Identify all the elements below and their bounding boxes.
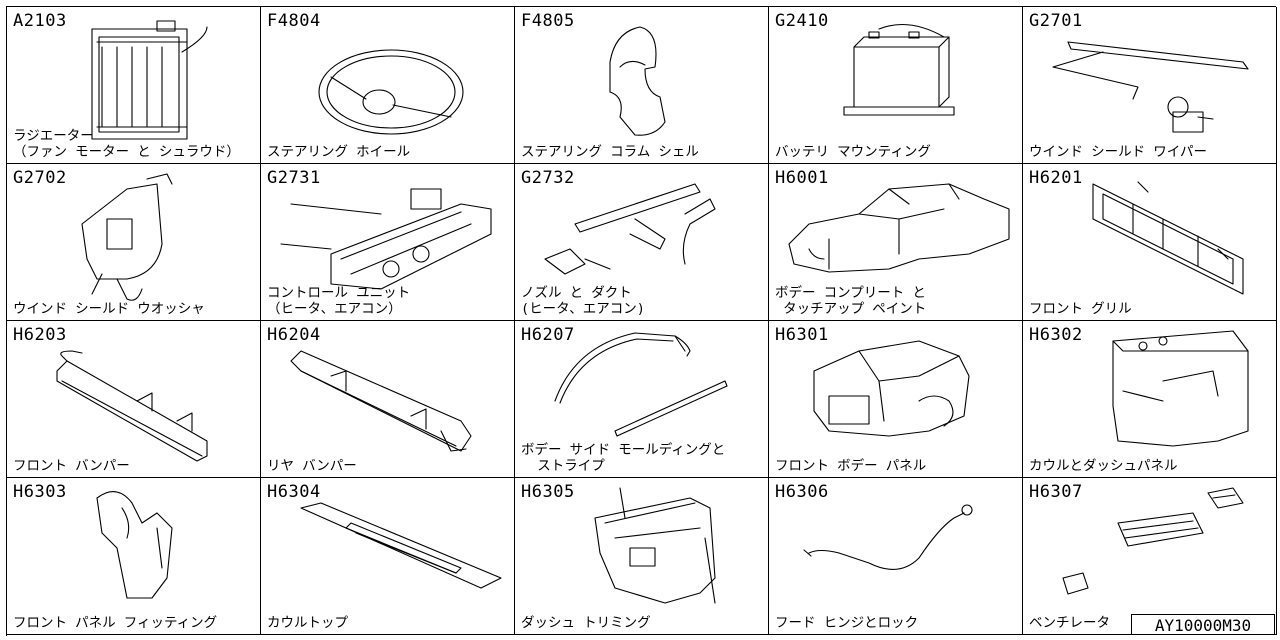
part-code: H6306 — [775, 482, 829, 502]
hood-cable-icon — [803, 504, 973, 570]
part-code: H6307 — [1029, 482, 1083, 502]
part-code: H6201 — [1029, 168, 1083, 188]
part-label: フード ヒンジとロック — [775, 615, 919, 631]
page-code: AY10000M30 — [1131, 614, 1275, 635]
part-cell-f4804[interactable]: F4804 ステアリング ホイール — [261, 7, 515, 164]
control-unit-icon — [280, 188, 492, 290]
part-label: ステアリング コラム シェル — [521, 144, 699, 160]
part-code: H6302 — [1029, 325, 1083, 345]
part-code: G2702 — [13, 168, 67, 188]
part-cell-h6305[interactable]: H6305 ダッシュ トリミング — [515, 478, 769, 635]
part-label: フロント グリル — [1029, 301, 1132, 317]
washer-tank-icon — [81, 173, 173, 301]
part-cell-h6307[interactable]: H6307 ベンチレータ — [1023, 478, 1277, 635]
part-code: H6204 — [267, 325, 321, 345]
part-code: F4804 — [267, 11, 321, 31]
part-cell-h6203[interactable]: H6203 フロント バンパー — [7, 321, 261, 478]
part-label: ステアリング ホイール — [267, 144, 411, 160]
part-label: ラジエーター （ファン モーター と シュラウド） — [13, 128, 240, 160]
part-cell-g2702[interactable]: G2702 ウインド シールド ウオッシャ — [7, 164, 261, 321]
part-label: フロント パネル フィッティング — [13, 615, 218, 631]
part-cell-f4805[interactable]: F4805 ステアリング コラム シェル — [515, 7, 769, 164]
radiator-icon — [91, 20, 208, 140]
steering-wheel-icon — [318, 49, 464, 135]
part-cell-h6304[interactable]: H6304 カウルトップ — [261, 478, 515, 635]
part-cell-h6301[interactable]: H6301 フロント ボデー パネル — [769, 321, 1023, 478]
ventilator-icon — [1062, 487, 1244, 595]
car-body-icon — [788, 183, 1010, 273]
part-cell-g2731[interactable]: G2731 コントロール ユニット （ヒータ、エアコン） — [261, 164, 515, 321]
part-label: コントロール ユニット （ヒータ、エアコン） — [267, 285, 411, 317]
part-code: H6305 — [521, 482, 575, 502]
part-label: ダッシュ トリミング — [521, 615, 651, 631]
part-code: H6001 — [775, 168, 829, 188]
side-molding-icon — [554, 332, 728, 437]
parts-grid: A2103 ラジエーター （ファン モーター と シュラウド） F4804 ステアリン… — [6, 6, 1277, 636]
wiper-icon — [1052, 41, 1249, 133]
rear-bumper-icon — [290, 350, 472, 452]
part-cell-h6201[interactable]: H6201 フロント グリル — [1023, 164, 1277, 321]
part-code: F4805 — [521, 11, 575, 31]
part-code: H6301 — [775, 325, 829, 345]
part-label: ノズル と ダクト (ヒータ、エアコン) — [521, 285, 645, 317]
part-label: ボデー コンプリート と タッチアップ ペイント — [775, 285, 927, 317]
part-cell-h6204[interactable]: H6204 リヤ バンパー — [261, 321, 515, 478]
part-cell-h6207[interactable]: H6207 ボデー サイド モールディングと ストライプ — [515, 321, 769, 478]
part-code: G2701 — [1029, 11, 1083, 31]
part-label: カウルとダッシュパネル — [1029, 458, 1178, 474]
part-cell-g2701[interactable]: G2701 ウインド シールド ワイパー — [1023, 7, 1277, 164]
part-label: ウインド シールド ワイパー — [1029, 144, 1207, 160]
cowl-top-icon — [300, 502, 502, 589]
front-panel-icon — [813, 340, 970, 437]
grille-icon — [1092, 181, 1244, 295]
panel-fitting-icon — [96, 491, 173, 599]
part-code: H6207 — [521, 325, 575, 345]
nozzle-duct-icon — [544, 183, 716, 275]
part-label: フロント ボデー パネル — [775, 458, 927, 474]
part-label: ウインド シールド ウオッシャ — [13, 301, 205, 317]
part-cell-h6306[interactable]: H6306 フード ヒンジとロック — [769, 478, 1023, 635]
part-code: G2732 — [521, 168, 575, 188]
part-code: H6304 — [267, 482, 321, 502]
column-shell-icon — [609, 26, 666, 136]
cowl-dash-icon — [1112, 330, 1249, 447]
dash-trim-icon — [594, 487, 716, 604]
part-label: バッテリ マウンティング — [775, 144, 931, 160]
part-cell-h6303[interactable]: H6303 フロント パネル フィッティング — [7, 478, 261, 635]
part-cell-h6302[interactable]: H6302 カウルとダッシュパネル — [1023, 321, 1277, 478]
part-label: ベンチレータ — [1029, 615, 1110, 631]
part-code: H6203 — [13, 325, 67, 345]
part-code: A2103 — [13, 11, 67, 31]
battery-icon — [843, 24, 955, 116]
part-code: H6303 — [13, 482, 67, 502]
part-label: リヤ バンパー — [267, 458, 357, 474]
part-cell-a2103[interactable]: A2103 ラジエーター （ファン モーター と シュラウド） — [7, 7, 261, 164]
part-code: G2410 — [775, 11, 829, 31]
part-cell-g2732[interactable]: G2732 ノズル と ダクト (ヒータ、エアコン) — [515, 164, 769, 321]
part-code: G2731 — [267, 168, 321, 188]
part-label: フロント バンパー — [13, 458, 130, 474]
part-cell-h6001[interactable]: H6001 ボデー コンプリート と タッチアップ ペイント — [769, 164, 1023, 321]
part-label: ボデー サイド モールディングと ストライプ — [521, 442, 726, 474]
part-cell-g2410[interactable]: G2410 バッテリ マウンティング — [769, 7, 1023, 164]
part-label: カウルトップ — [267, 615, 348, 631]
front-bumper-icon — [56, 350, 208, 462]
